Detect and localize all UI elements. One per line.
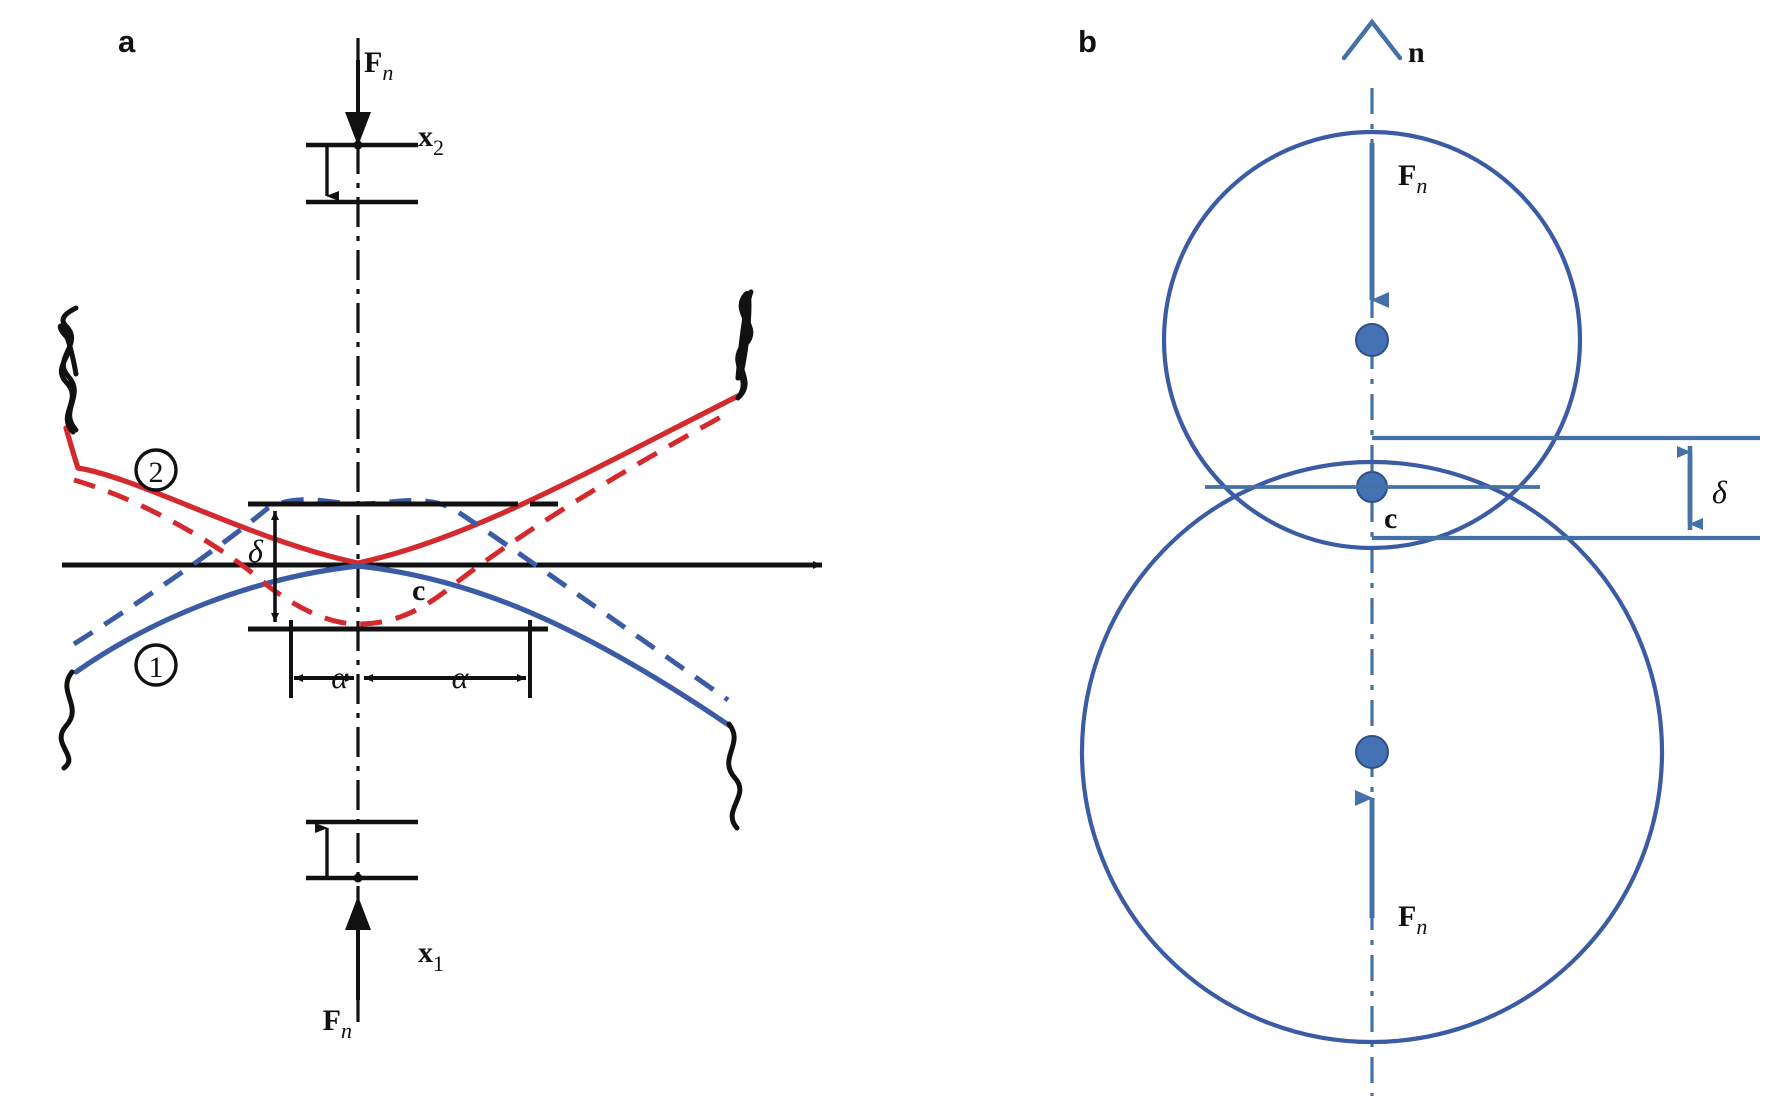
x2-origin-dot: [353, 140, 363, 150]
x2-symbol: x: [418, 120, 433, 153]
deformed-upper-dashed-curve: [72, 497, 730, 703]
x2-subscript: 2: [433, 135, 444, 160]
panel-b-force-lower-label: Fn: [1398, 900, 1427, 939]
panel-a-force-top-label: Fn: [364, 46, 393, 85]
undeformed-upper-curve-left: [75, 465, 361, 566]
undeformed-lower-curve-left: [73, 563, 361, 675]
panel-b-force-upper-label: Fn: [1398, 159, 1427, 198]
break-line-upper-left-2: [60, 305, 79, 433]
panel-a-delta-label: δ: [248, 533, 264, 569]
break-line-upper-right-2: [735, 291, 752, 401]
bottom-force-arrowhead: [345, 896, 371, 930]
panel-a-letter: a: [118, 24, 136, 59]
panel-a-alpha-right-label: α: [452, 659, 470, 695]
undeformed-upper-curve-left-ext: [63, 425, 81, 471]
body-1-circle-marker: [134, 643, 178, 687]
lower-force-subscript: n: [1416, 914, 1427, 939]
body-2-number: 2: [149, 456, 164, 489]
normal-vector-arrowhead: [1341, 18, 1403, 61]
top-force-arrowhead: [345, 112, 371, 146]
body-2-circle-marker: [134, 448, 178, 492]
panel-a-x1-label: x1: [418, 936, 444, 976]
upper-center-dot: [1355, 323, 1389, 357]
panel-b-delta-label: δ: [1712, 474, 1728, 510]
x1-symbol: x: [418, 936, 433, 969]
undeformed-lower-curve-right: [355, 563, 733, 729]
panel-a-alpha-left-label: α: [331, 659, 349, 695]
panel-a-x2-label: x2: [418, 120, 444, 160]
lower-center-dot: [1355, 735, 1389, 769]
deformed-lower-dashed-curve: [73, 409, 732, 627]
x1-subscript: 1: [433, 951, 444, 976]
panel-b-letter: b: [1078, 24, 1097, 59]
x1-origin-dot: [353, 873, 363, 883]
break-line-lower-left: [58, 669, 75, 771]
force-bottom-F: F: [323, 1004, 341, 1037]
panel-a-force-bottom-label: Fn: [323, 1004, 352, 1043]
lower-body-circle: [1079, 459, 1665, 1045]
upper-force-subscript: n: [1416, 173, 1427, 198]
lower-force-F: F: [1398, 900, 1416, 933]
panel-a-center-label: c: [412, 574, 425, 607]
undeformed-upper-curve-right: [355, 393, 741, 566]
panel-a: a Fn x2 x1 Fn c δ α α ② 2 1: [57, 24, 822, 1043]
upper-force-F: F: [1398, 159, 1416, 192]
force-bottom-subscript: n: [341, 1018, 352, 1043]
body-1-number: 1: [149, 651, 164, 684]
upper-body-circle: [1161, 129, 1583, 551]
force-top-F: F: [364, 46, 382, 79]
break-line-lower-right: [726, 721, 743, 831]
panel-b: b n Fn Fn c δ: [1078, 18, 1760, 1096]
force-top-subscript: n: [382, 60, 393, 85]
panel-b-normal-vector-label: n: [1408, 36, 1425, 69]
panel-b-center-label: c: [1384, 502, 1397, 535]
